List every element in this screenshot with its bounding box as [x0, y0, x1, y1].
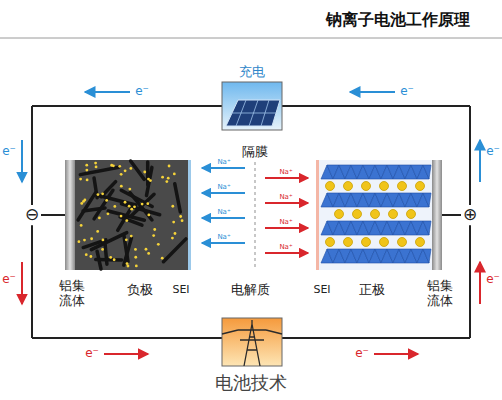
ion-label: Na⁺ — [279, 243, 292, 251]
sei-layer — [188, 160, 191, 270]
electron-label: e⁻ — [486, 273, 500, 287]
solar-panel-picture — [222, 82, 282, 130]
part-label: SEI — [313, 284, 330, 297]
picture-box: 充电 — [222, 82, 282, 130]
ion-label: Na⁺ — [279, 193, 292, 201]
electron-label: e⁻ — [135, 85, 149, 99]
part-label: SEI — [172, 284, 189, 297]
node-heading: 充电 — [239, 65, 265, 79]
part-label: 负极 — [127, 283, 153, 298]
part-label: 电解质 — [231, 283, 270, 298]
ion-label: Na⁺ — [217, 158, 230, 166]
negative-electrode — [75, 160, 188, 270]
part-label: 铝集流体 — [58, 279, 86, 309]
external-circuit-wire — [32, 106, 470, 338]
terminal-symbol: ⊕ — [463, 205, 477, 225]
current-collector — [65, 160, 75, 270]
ion-label: Na⁺ — [279, 218, 292, 226]
separator-label: 隔膜 — [242, 145, 268, 160]
electron-label: e⁻ — [400, 85, 414, 99]
terminal-symbol: ⊖ — [25, 205, 39, 225]
sei-layer — [316, 160, 319, 270]
header-rule — [0, 38, 502, 39]
current-collector — [432, 160, 442, 270]
electron-label: e⁻ — [2, 273, 16, 287]
ion-label: Na⁺ — [217, 208, 230, 216]
hard-carbon-rods — [78, 161, 186, 269]
electron-label: e⁻ — [2, 145, 16, 159]
part-label: 正极 — [359, 283, 385, 298]
ion-label: Na⁺ — [217, 183, 230, 191]
diagram-title: 钠离子电池工作原理 — [326, 11, 470, 29]
ion-label: Na⁺ — [217, 233, 230, 241]
diagram-caption: 电池技术 — [215, 373, 287, 394]
electron-label: e⁻ — [355, 347, 369, 361]
positive-electrode — [319, 160, 432, 270]
electron-label: e⁻ — [486, 145, 500, 159]
power-tower-picture — [222, 318, 282, 366]
separator-line — [254, 162, 256, 270]
electron-label: e⁻ — [85, 347, 99, 361]
electron-arrows — [22, 92, 480, 354]
layered-oxide-lattice — [321, 165, 431, 263]
part-label: 铝集流体 — [426, 279, 454, 309]
ion-arrows — [202, 168, 308, 253]
ion-label: Na⁺ — [279, 168, 292, 176]
